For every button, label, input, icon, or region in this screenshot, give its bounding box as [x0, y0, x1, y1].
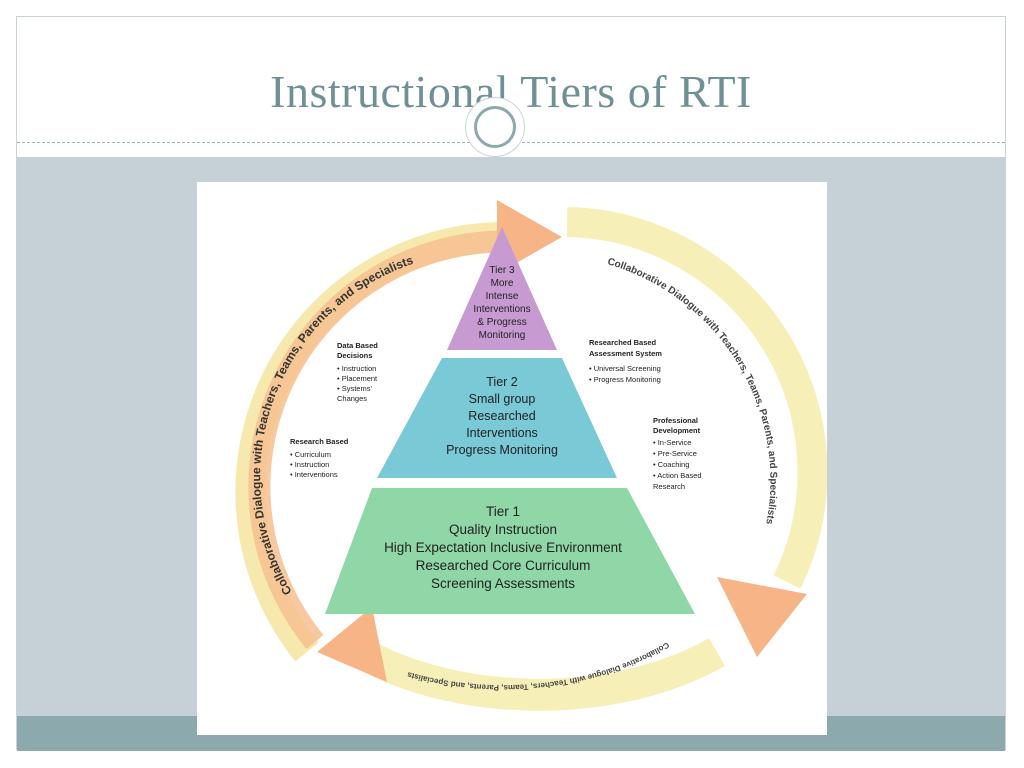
svg-text:• Instruction: • Instruction	[337, 364, 376, 373]
rti-diagram: Collaborative Dialogue with Teachers, Te…	[197, 182, 827, 735]
tier2-line: Small group	[469, 392, 536, 406]
svg-text:Assessment System: Assessment System	[589, 349, 662, 358]
rti-diagram-svg: Collaborative Dialogue with Teachers, Te…	[235, 200, 827, 711]
researched-assessment-note: Researched Based Assessment System • Uni…	[589, 338, 662, 384]
svg-text:Changes: Changes	[337, 394, 367, 403]
tier3-line: Intense	[486, 291, 519, 302]
tier2-line: Progress Monitoring	[446, 443, 558, 457]
research-based-note: Research Based • Curriculum • Instructio…	[290, 437, 349, 479]
tier3-line: Interventions	[473, 304, 530, 315]
arrow-band-right	[566, 207, 827, 589]
tier1-line: Researched Core Curriculum	[416, 558, 591, 573]
tier3-text: Tier 3 More Intense Interventions & Prog…	[473, 265, 530, 341]
svg-text:• Instruction: • Instruction	[290, 460, 329, 469]
arrow-head-bottom	[317, 607, 387, 682]
svg-text:• Progress Monitoring: • Progress Monitoring	[589, 375, 661, 384]
data-based-decisions-note: Data Based Decisions • Instruction • Pla…	[337, 341, 378, 403]
tier1-line: Screening Assessments	[431, 576, 575, 591]
arrow-band-left-orange	[248, 230, 520, 649]
tier2-line: Tier 2	[486, 375, 518, 389]
divider-ring-ornament	[466, 98, 524, 156]
svg-text:• Coaching: • Coaching	[653, 460, 689, 469]
svg-text:Decisions: Decisions	[337, 351, 372, 360]
tier1-block	[325, 488, 695, 614]
svg-text:• Systems': • Systems'	[337, 384, 372, 393]
svg-text:Researched Based: Researched Based	[589, 338, 657, 347]
professional-development-note: Professional Development • In-Service • …	[653, 416, 702, 491]
tier3-line: Tier 3	[489, 265, 515, 276]
tier3-line: & Progress	[477, 317, 526, 328]
tier3-block	[447, 227, 557, 350]
tier1-line: Tier 1	[486, 504, 520, 519]
svg-text:• Curriculum: • Curriculum	[290, 450, 331, 459]
tier3-line: More	[491, 278, 514, 289]
tier1-text: Tier 1 Quality Instruction High Expectat…	[384, 504, 622, 591]
tier3-line: Monitoring	[479, 330, 526, 341]
tier1-line: Quality Instruction	[449, 522, 557, 537]
svg-text:• Interventions: • Interventions	[290, 470, 338, 479]
svg-text:• Universal Screening: • Universal Screening	[589, 364, 661, 373]
svg-text:• Placement: • Placement	[337, 374, 378, 383]
svg-text:Research Based: Research Based	[290, 437, 349, 446]
svg-text:• Pre-Service: • Pre-Service	[653, 449, 697, 458]
svg-text:Research: Research	[653, 482, 685, 491]
tier2-line: Interventions	[466, 426, 538, 440]
tier2-text: Tier 2 Small group Researched Interventi…	[446, 375, 558, 457]
svg-text:Data Based: Data Based	[337, 341, 378, 350]
arrow-head-right	[717, 577, 807, 657]
tier1-line: High Expectation Inclusive Environment	[384, 540, 622, 555]
svg-text:Development: Development	[653, 426, 701, 435]
tier2-block	[377, 358, 617, 478]
svg-text:Professional: Professional	[653, 416, 698, 425]
svg-text:• Action Based: • Action Based	[653, 471, 702, 480]
tier2-line: Researched	[468, 409, 535, 423]
svg-text:• In-Service: • In-Service	[653, 438, 691, 447]
arrow-band-bottom	[343, 633, 725, 711]
